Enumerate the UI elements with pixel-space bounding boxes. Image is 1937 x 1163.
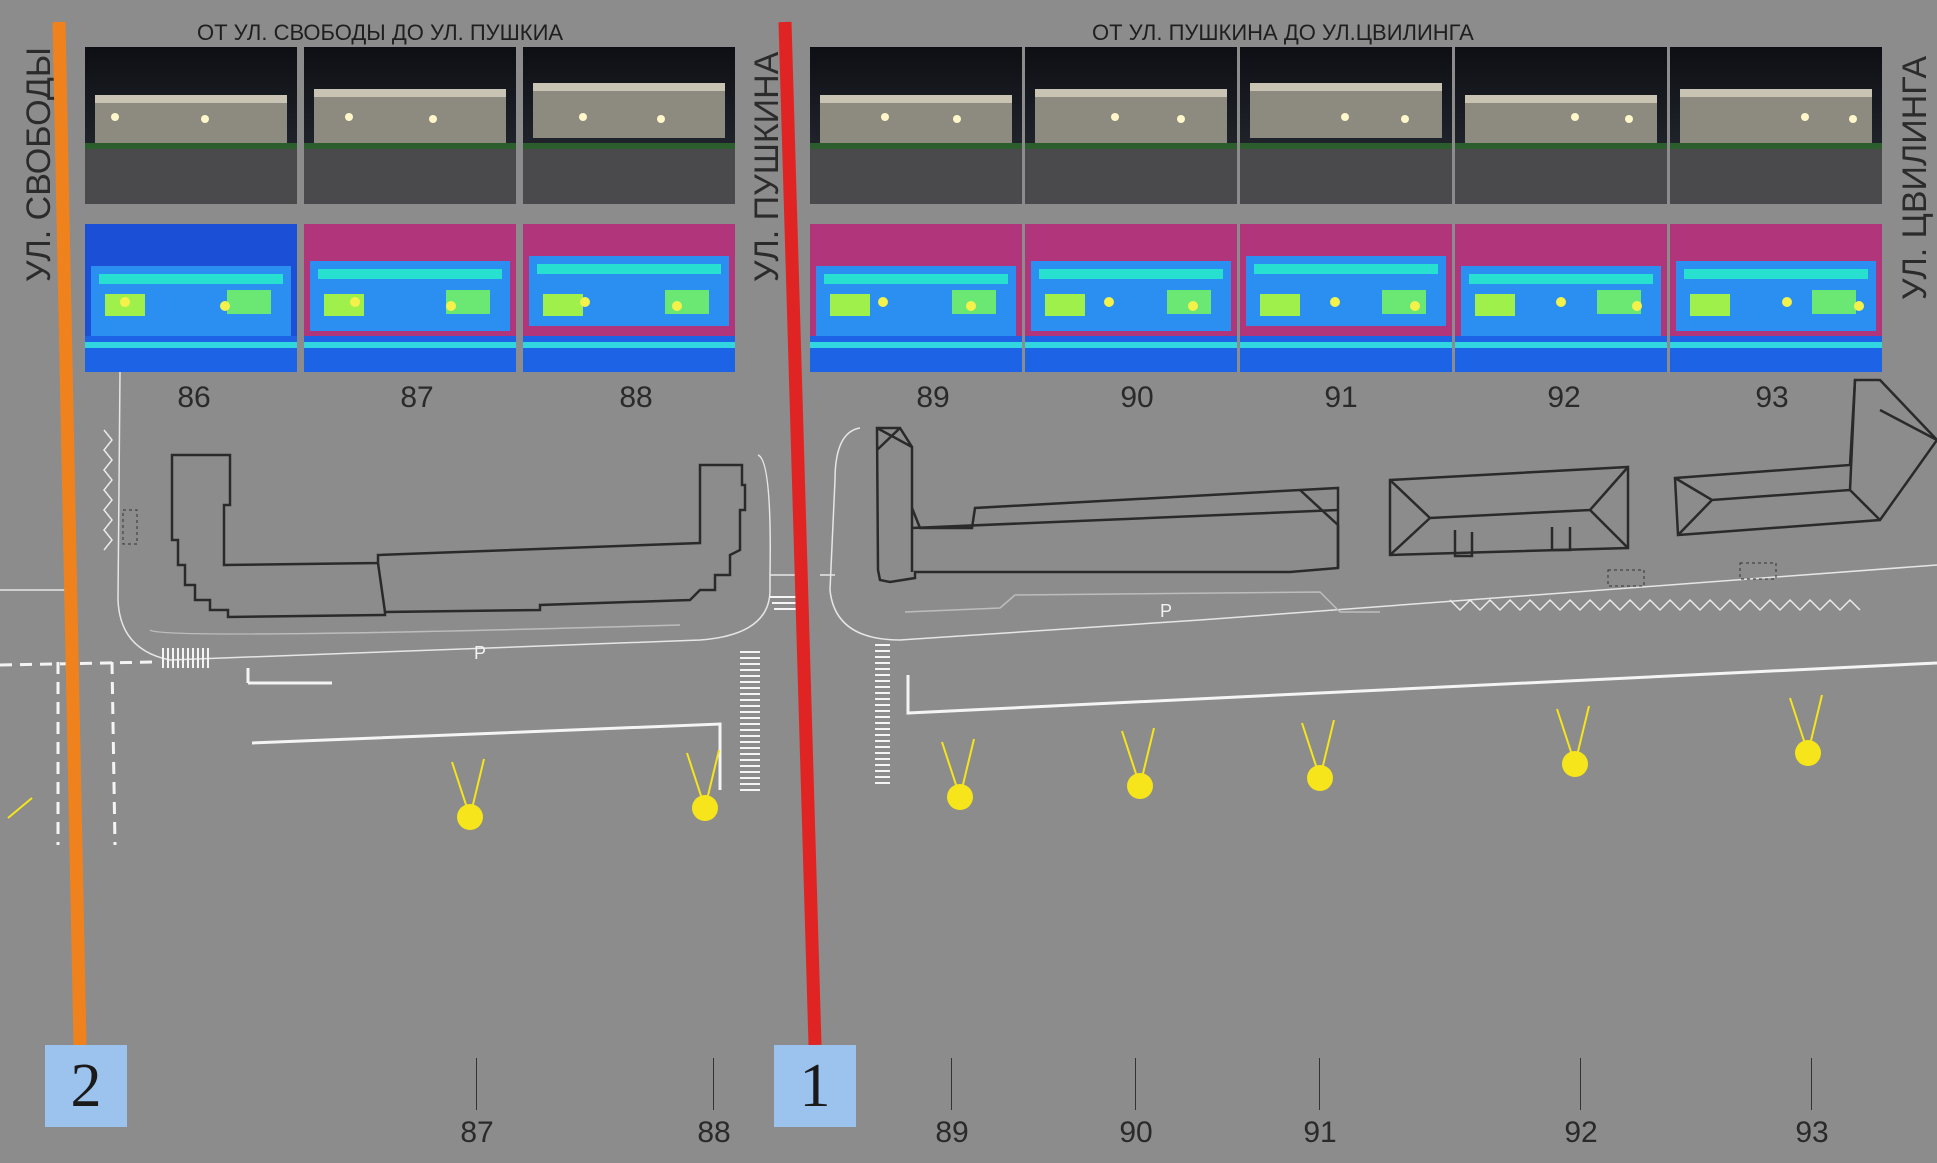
luminance-map-93 [1670,224,1882,372]
street-lamp-partial [7,797,33,819]
curb-left-block [117,371,771,661]
parking-label-left: P [474,643,487,663]
street-lamp [1301,719,1335,791]
tick-92 [1580,1058,1581,1110]
night-photo-91 [1240,47,1452,204]
section-title-left: ОТ УЛ. СВОБОДЫ ДО УЛ. ПУШКИА [197,20,564,45]
lane-line-left [251,722,722,790]
photo-number-92: 92 [1547,381,1581,414]
section-title-right: ОТ УЛ. ПУШКИНА ДО УЛ.ЦВИЛИНГА [1092,20,1474,45]
stop-line-left-1 [246,668,332,685]
section-line-pushkina [778,21,822,1046]
tick-93 [1811,1058,1812,1110]
photo-number-91: 91 [1324,381,1358,414]
section-number-91: 91 [1303,1116,1337,1149]
section-number-88: 88 [697,1116,731,1149]
building-corner-roof [1674,379,1937,536]
luminance-map-86 [85,224,297,372]
parking-right [904,591,1380,613]
street-lamp [1556,705,1590,777]
luminance-map-88 [523,224,735,372]
luminance-map-87 [304,224,516,372]
luminance-map-89 [810,224,1022,372]
photo-number-87: 87 [400,381,434,414]
section-number-87: 87 [460,1116,494,1149]
photo-number-93: 93 [1755,381,1789,414]
section-marker-1: 1 [774,1045,856,1127]
building-right-l-roof [876,426,1340,572]
section-line-svobody [52,21,87,1046]
photo-number-90: 90 [1120,381,1154,414]
photo-number-88: 88 [619,381,653,414]
building-right-l [875,426,1340,584]
street-lamp [941,738,975,810]
section-number-93: 93 [1795,1116,1829,1149]
building-left [170,453,747,619]
night-photo-93 [1670,47,1882,204]
tick-89 [951,1058,952,1110]
luminance-map-90 [1025,224,1237,372]
night-photo-87 [304,47,516,204]
dashed-box-1 [122,509,138,545]
crosswalk-right [770,596,890,784]
night-photo-86 [85,47,297,204]
night-photo-89 [810,47,1022,204]
luminance-map-91 [1240,224,1452,372]
street-lamp [1121,727,1155,799]
zigzag-left [103,429,113,551]
parking-left [149,624,681,635]
section-marker-2: 2 [45,1045,127,1127]
building-mid-front [1453,527,1572,558]
tick-91 [1319,1058,1320,1110]
building-mid-roof [1389,466,1629,556]
tick-88 [713,1058,714,1110]
section-number-89: 89 [935,1116,969,1149]
dashed-box-3 [1739,562,1777,580]
tick-90 [1135,1058,1136,1110]
dashed-line-left-v2 [110,661,117,846]
crosswalk-pushkina [740,651,760,791]
night-photo-92 [1455,47,1667,204]
tick-87 [476,1058,477,1110]
section-number-92: 92 [1564,1116,1598,1149]
crosswalk-left [162,648,209,668]
luminance-map-92 [1455,224,1667,372]
curb-right-block [829,427,1937,641]
street-lamp [451,758,485,830]
dashed-line-left-h [0,660,156,667]
night-photo-88 [523,47,735,204]
dashed-box-2 [1607,569,1645,587]
zigzag-right [1449,598,1861,612]
lane-line-right [906,661,1937,715]
street-lamp [686,749,720,821]
parking-label-right: P [1160,601,1173,621]
section-number-90: 90 [1119,1116,1153,1149]
building-left-divider [376,562,387,613]
street-lamp [1789,694,1823,766]
night-photo-90 [1025,47,1237,204]
photo-number-86: 86 [177,381,211,414]
photo-number-89: 89 [916,381,950,414]
